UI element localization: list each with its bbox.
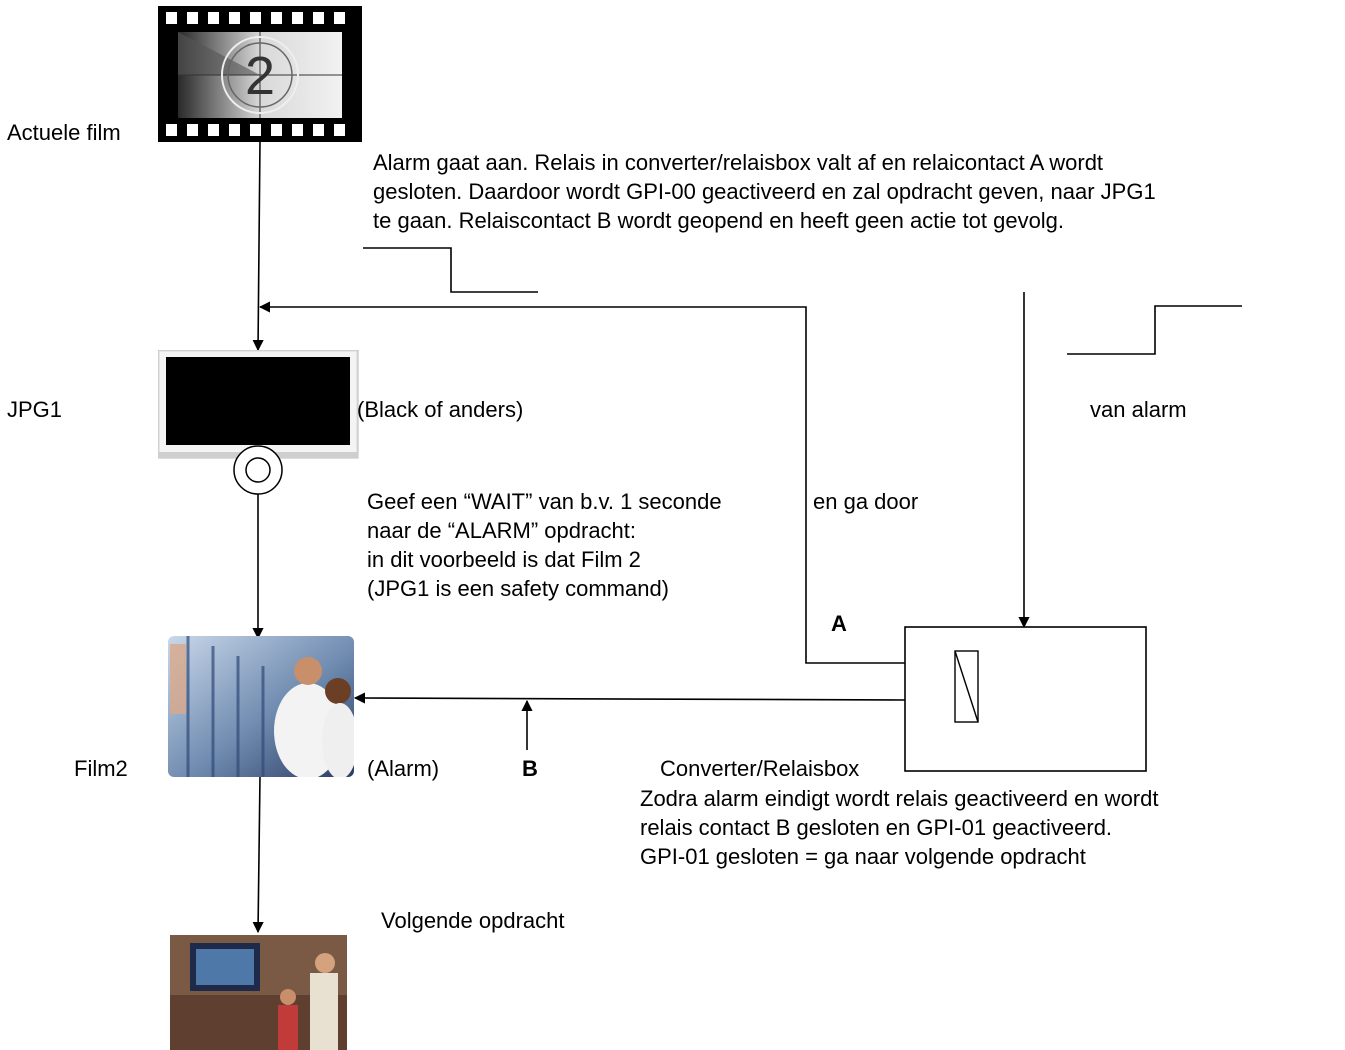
jpg1-monitor-image <box>158 350 359 495</box>
note-wait-line: Geef een “WAIT” van b.v. 1 seconde <box>367 489 722 514</box>
note-alarm: Alarm gaat aan. Relais in converter/rela… <box>373 148 1156 235</box>
arrow-film2-to-next <box>252 775 264 934</box>
note-end-line: relais contact B gesloten en GPI-01 geac… <box>640 815 1113 840</box>
countdown-digit: 2 <box>245 46 275 106</box>
line-contact-b <box>353 692 906 704</box>
label-actuele-film: Actuele film <box>7 120 121 145</box>
note-end: Zodra alarm eindigt wordt relais geactiv… <box>640 784 1158 871</box>
note-alarm-line: Alarm gaat aan. Relais in converter/rela… <box>373 150 1104 175</box>
label-volgende-opdracht: Volgende opdracht <box>381 908 565 933</box>
note-wait-line: in dit voorbeeld is dat Film 2 <box>367 547 641 572</box>
note-wait-line: naar de “ALARM” opdracht: <box>367 518 637 543</box>
label-film2: Film2 <box>74 756 128 781</box>
note-end-line: GPI-01 gesloten = ga naar volgende opdra… <box>640 844 1086 869</box>
label-black-of-anders: (Black of anders) <box>357 397 524 422</box>
label-van-alarm: van alarm <box>1090 397 1187 422</box>
label-contact-a: A <box>831 611 847 636</box>
relay-symbol <box>954 650 979 723</box>
signal-rising-edge <box>1067 305 1242 355</box>
label-alarm: (Alarm) <box>367 756 440 781</box>
line-contact-a <box>258 301 905 664</box>
note-wait-line: (JPG1 is een safety command) <box>367 576 670 601</box>
note-alarm-line: gesloten. Daardoor wordt GPI-00 geactive… <box>373 179 1156 204</box>
note-end-line: Zodra alarm eindigt wordt relais geactiv… <box>640 786 1159 811</box>
label-contact-b: B <box>522 756 538 781</box>
note-en-ga-door: en ga door <box>813 489 919 514</box>
converter-box <box>904 626 1147 772</box>
film-strip-image: 2 <box>158 6 362 142</box>
label-converter: Converter/Relaisbox <box>660 756 860 781</box>
signal-falling-edge <box>363 247 538 293</box>
next-photo <box>170 935 347 1050</box>
note-alarm-line: te gaan. Relaiscontact B wordt geopend e… <box>373 208 1065 233</box>
note-wait: Geef een “WAIT” van b.v. 1 seconde naar … <box>367 487 722 603</box>
arrow-film-to-jpg1 <box>252 139 264 352</box>
film2-photo <box>168 636 354 777</box>
label-jpg1: JPG1 <box>7 397 63 422</box>
